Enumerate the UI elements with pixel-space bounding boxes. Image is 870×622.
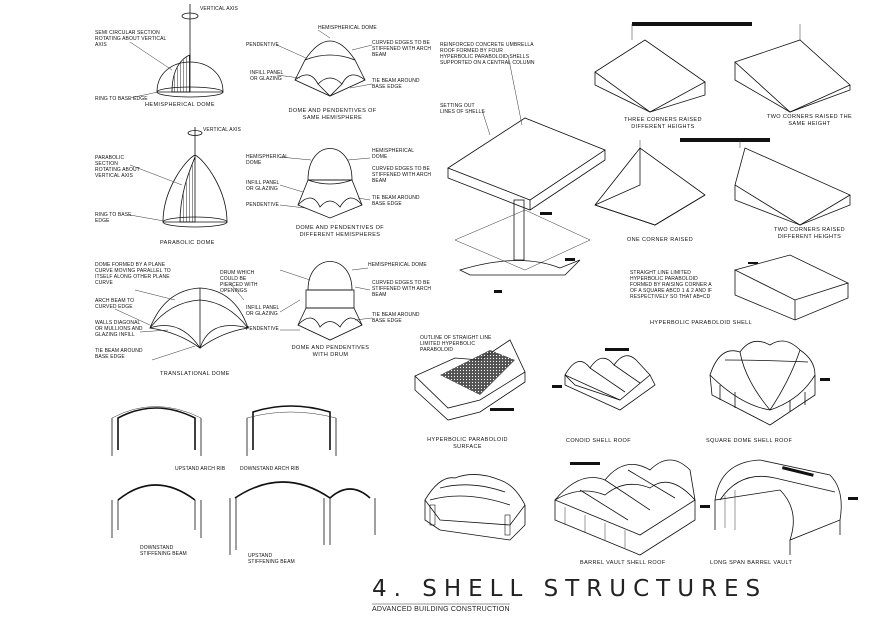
umbrella-reinforced-label: reinforced concrete umbrella roof formed…	[440, 42, 535, 66]
barrel-vault-small	[424, 474, 526, 541]
para-axis-label: vertical axis	[203, 127, 241, 133]
surface-outline-label: outline of straight line limited hyperbo…	[420, 335, 492, 353]
dome-with-drum	[279, 261, 373, 341]
hypar-two-same-caption: TWO CORNERS RAISED THE SAME HEIGHT	[766, 114, 853, 127]
umbrella-setting-label: setting out lines of shells	[440, 103, 485, 115]
same-curved-label: curved edges to be stiffened with arch b…	[372, 40, 432, 58]
hemi-caption: HEMISPHERICAL DOME	[145, 102, 215, 108]
translational-dome	[114, 282, 249, 361]
barrel-long-caption: LONG SPAN BARREL VAULT	[710, 560, 793, 566]
para-section-label: parabolic section rotating about vertica…	[95, 155, 140, 179]
para-caption: PARABOLIC DOME	[160, 240, 215, 246]
hemi-section-label: SEMI CIRCULAR SECTION ROTATING ABOUT VER…	[95, 30, 167, 48]
trans-arch-label: arch beam to curved edge	[95, 298, 135, 310]
same-tie-label: tie beam around base edge	[372, 78, 420, 90]
drum-tie-label: tie beam around base edge	[372, 312, 420, 324]
upstand-stiff-label: upstand stiffening beam	[248, 553, 295, 565]
hypar-shell	[733, 254, 850, 321]
diff-hemi-label: hemispherical dome	[246, 154, 288, 166]
diff-pendentive-label: pendentive	[246, 202, 279, 208]
trans-walls-label: walls diagonal or mullions and glazing i…	[95, 320, 143, 338]
conoid-shell	[552, 348, 656, 411]
drum-infill-label: infill panel or glazing	[246, 305, 280, 317]
trans-formed-label: dome formed by a plane curve moving para…	[95, 262, 171, 286]
downstand-arch-label: downstand arch rib	[240, 466, 300, 472]
diff-caption: dome and pendentives of different hemisp…	[295, 225, 385, 238]
drum-caption: DOME AND PENDENTIVES WITH DRUM	[291, 345, 370, 358]
downstand-stiff-label: downstand stiffening beam	[140, 545, 187, 557]
umbrella-hypar	[447, 54, 606, 293]
hemi-ring-label: RING TO BASE EDGE	[95, 96, 148, 102]
page-title: 4. SHELL STRUCTURES	[372, 576, 768, 602]
trans-tie-label: tie beam around base edge	[95, 348, 143, 360]
hypar-straight-label: straight line limited hyperbolic parabol…	[630, 270, 713, 300]
hypar-surface	[414, 339, 526, 421]
dome-pendentives-different	[279, 148, 371, 219]
square-dome-shell	[709, 340, 830, 426]
diff-infill-label: infill panel or glazing	[246, 180, 280, 192]
diff-tie-label: tie beam around base edge	[372, 195, 420, 207]
upstand-arch-label: upstand arch rib	[175, 466, 226, 472]
parabolic-dome	[129, 127, 228, 228]
square-dome-caption: SQUARE DOME SHELL ROOF	[706, 438, 793, 444]
same-infill-label: infill panel or glazing	[250, 70, 284, 82]
drum-drum-label: drum which could be pierced with opening…	[220, 270, 258, 294]
conoid-caption: CONOID SHELL ROOF	[566, 438, 631, 444]
same-dome-label: hemispherical dome	[318, 25, 377, 31]
arch-rib-sections	[111, 405, 376, 555]
diff-hemi2-label: hemispherical dome	[372, 148, 414, 160]
hypar-shell-caption: HYPERBOLIC PARABOLOID SHELL	[650, 320, 753, 326]
barrel-vault-multi	[554, 459, 710, 556]
dome-pendentives-same	[276, 29, 373, 97]
hypar-roof-variants	[594, 22, 851, 226]
hypar-one-caption: ONE CORNER RAISED	[627, 237, 694, 243]
barrel-multi-caption: BARREL VAULT SHELL ROOF	[580, 560, 666, 566]
para-ring-label: ring to base edge	[95, 212, 132, 224]
hemispherical-dome	[129, 4, 224, 99]
hemi-axis-label: vertical axis	[200, 6, 238, 12]
surface-caption: HYPERBOLIC PARABOLOID SURFACE	[427, 437, 508, 450]
diff-curved-label: curved edges to be stiffened with arch b…	[372, 166, 432, 184]
same-pendentive-label: pendentive	[246, 42, 279, 48]
drum-hemi-label: hemispherical dome	[368, 262, 427, 268]
hypar-two-diff-caption: TWO CORNERS RAISED DIFFERENT HEIGHTS	[773, 227, 846, 240]
hypar-three-caption: THREE CORNERS RAISED DIFFERENT HEIGHTS	[624, 117, 702, 130]
drum-curved-label: curved edges to be stiffened with arch b…	[372, 280, 432, 298]
same-caption: DOME AND PENDENTIVES OF SAME HEMISPHERE	[288, 108, 377, 121]
page-subtitle: ADVANCED BUILDING CONSTRUCTION	[372, 606, 510, 613]
long-span-barrel	[714, 459, 858, 555]
drum-pendentive-label: pendentive	[246, 326, 279, 332]
trans-caption: TRANSLATIONAL DOME	[160, 371, 230, 377]
